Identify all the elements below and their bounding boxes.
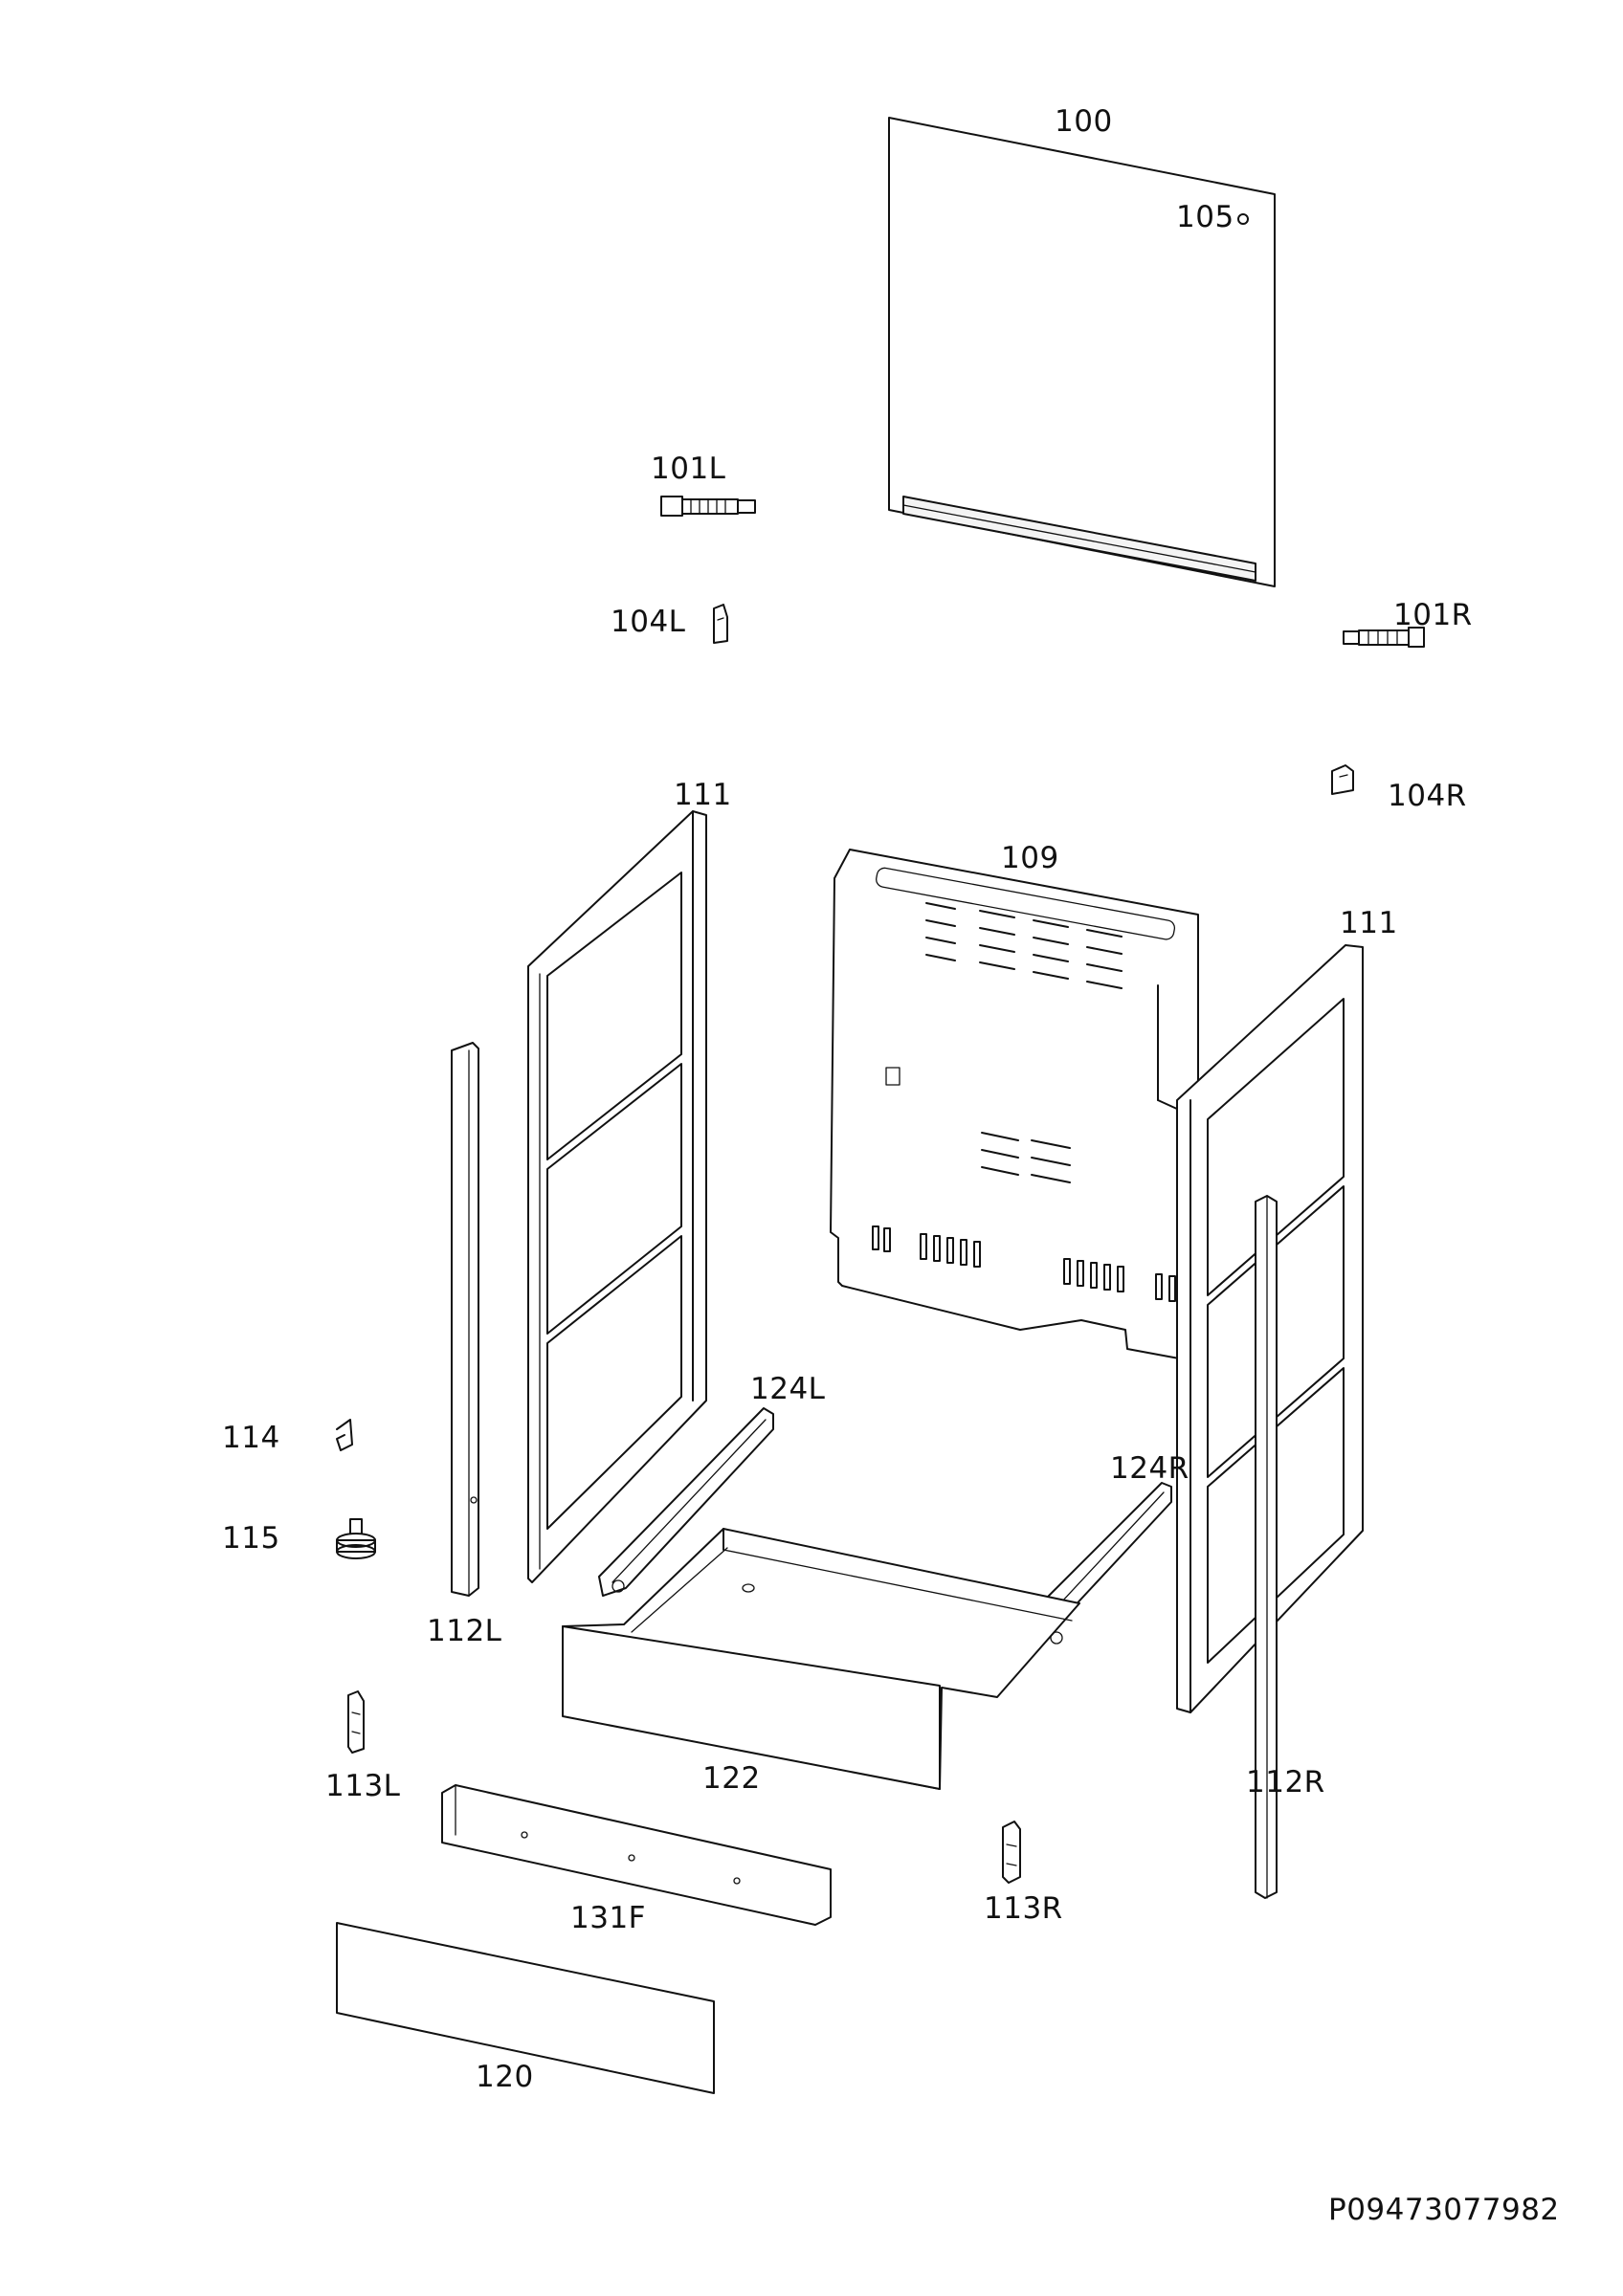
label-part-104L: 104L — [611, 605, 686, 639]
label-part-124L: 124L — [750, 1372, 826, 1406]
label-part-100: 100 — [1055, 104, 1113, 139]
part-111-left-side-frame — [527, 810, 707, 1583]
part-105-screw-hole — [1237, 213, 1249, 225]
part-113R-bracket — [1002, 1821, 1021, 1884]
part-114-hook — [336, 1419, 353, 1451]
label-part-105: 105 — [1176, 200, 1234, 234]
label-part-101R: 101R — [1393, 598, 1473, 632]
part-131F-front-rail — [441, 1784, 832, 1926]
part-104R-clip — [1331, 764, 1354, 795]
label-part-122: 122 — [702, 1761, 761, 1796]
part-112L-rail — [451, 1042, 479, 1597]
label-part-120: 120 — [476, 2060, 534, 2094]
label-part-111-left: 111 — [674, 778, 732, 812]
label-part-115: 115 — [222, 1521, 280, 1556]
label-part-101L: 101L — [651, 452, 726, 486]
part-100-back-panel — [888, 117, 1276, 587]
label-part-131F: 131F — [570, 1901, 647, 1935]
part-109-rear-plate — [830, 849, 1199, 1359]
part-104L-clip — [713, 604, 728, 644]
part-101R-bolt — [1343, 627, 1425, 648]
part-120-plinth-panel — [336, 1922, 715, 2094]
label-part-124R: 124R — [1110, 1451, 1189, 1486]
label-part-112R: 112R — [1246, 1765, 1325, 1799]
document-code: P09473077982 — [1328, 2193, 1560, 2227]
part-113L-bracket — [347, 1690, 365, 1754]
part-101L-bolt — [660, 496, 756, 517]
part-122-drawer — [562, 1528, 1080, 1790]
label-part-112L: 112L — [427, 1614, 502, 1648]
part-115-foot — [336, 1518, 376, 1559]
label-part-104R: 104R — [1388, 779, 1467, 813]
label-part-113R: 113R — [984, 1891, 1063, 1926]
part-112R-rail — [1255, 1195, 1278, 1899]
label-part-109: 109 — [1001, 841, 1059, 875]
label-part-114: 114 — [222, 1421, 280, 1455]
label-part-111-right: 111 — [1340, 906, 1398, 940]
label-part-113L: 113L — [325, 1769, 401, 1803]
part-124L-runner — [598, 1407, 774, 1597]
